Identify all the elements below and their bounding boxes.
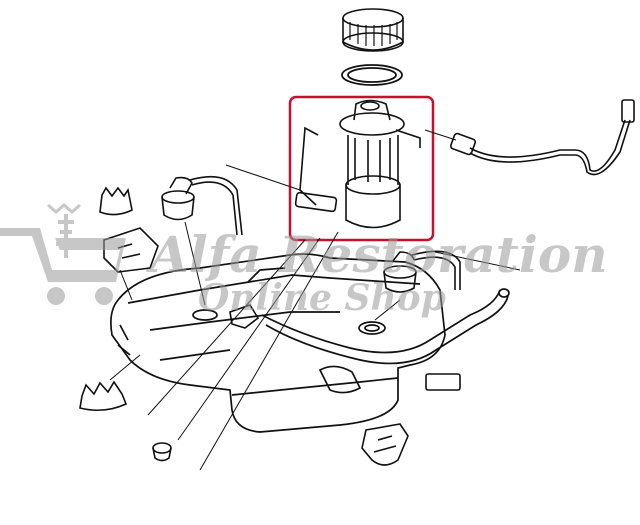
shopping-cart-icon (0, 203, 126, 305)
leader-lines (109, 164, 521, 471)
lock-ring[interactable] (342, 8, 404, 52)
breather-valve-left[interactable] (161, 175, 243, 236)
hose[interactable] (261, 288, 510, 394)
seal-ring[interactable] (341, 64, 403, 86)
breather-valve-right[interactable] (383, 250, 461, 293)
watermark-line1: Alfa Restoration (146, 225, 608, 284)
fuel-pump[interactable] (294, 99, 421, 229)
fuel-tank[interactable] (110, 253, 446, 433)
watermark: Alfa Restoration Online Shop (0, 203, 608, 319)
watermark-line2: Online Shop (198, 277, 446, 319)
wiring-connector[interactable] (424, 99, 635, 176)
highlight-box (288, 95, 435, 242)
